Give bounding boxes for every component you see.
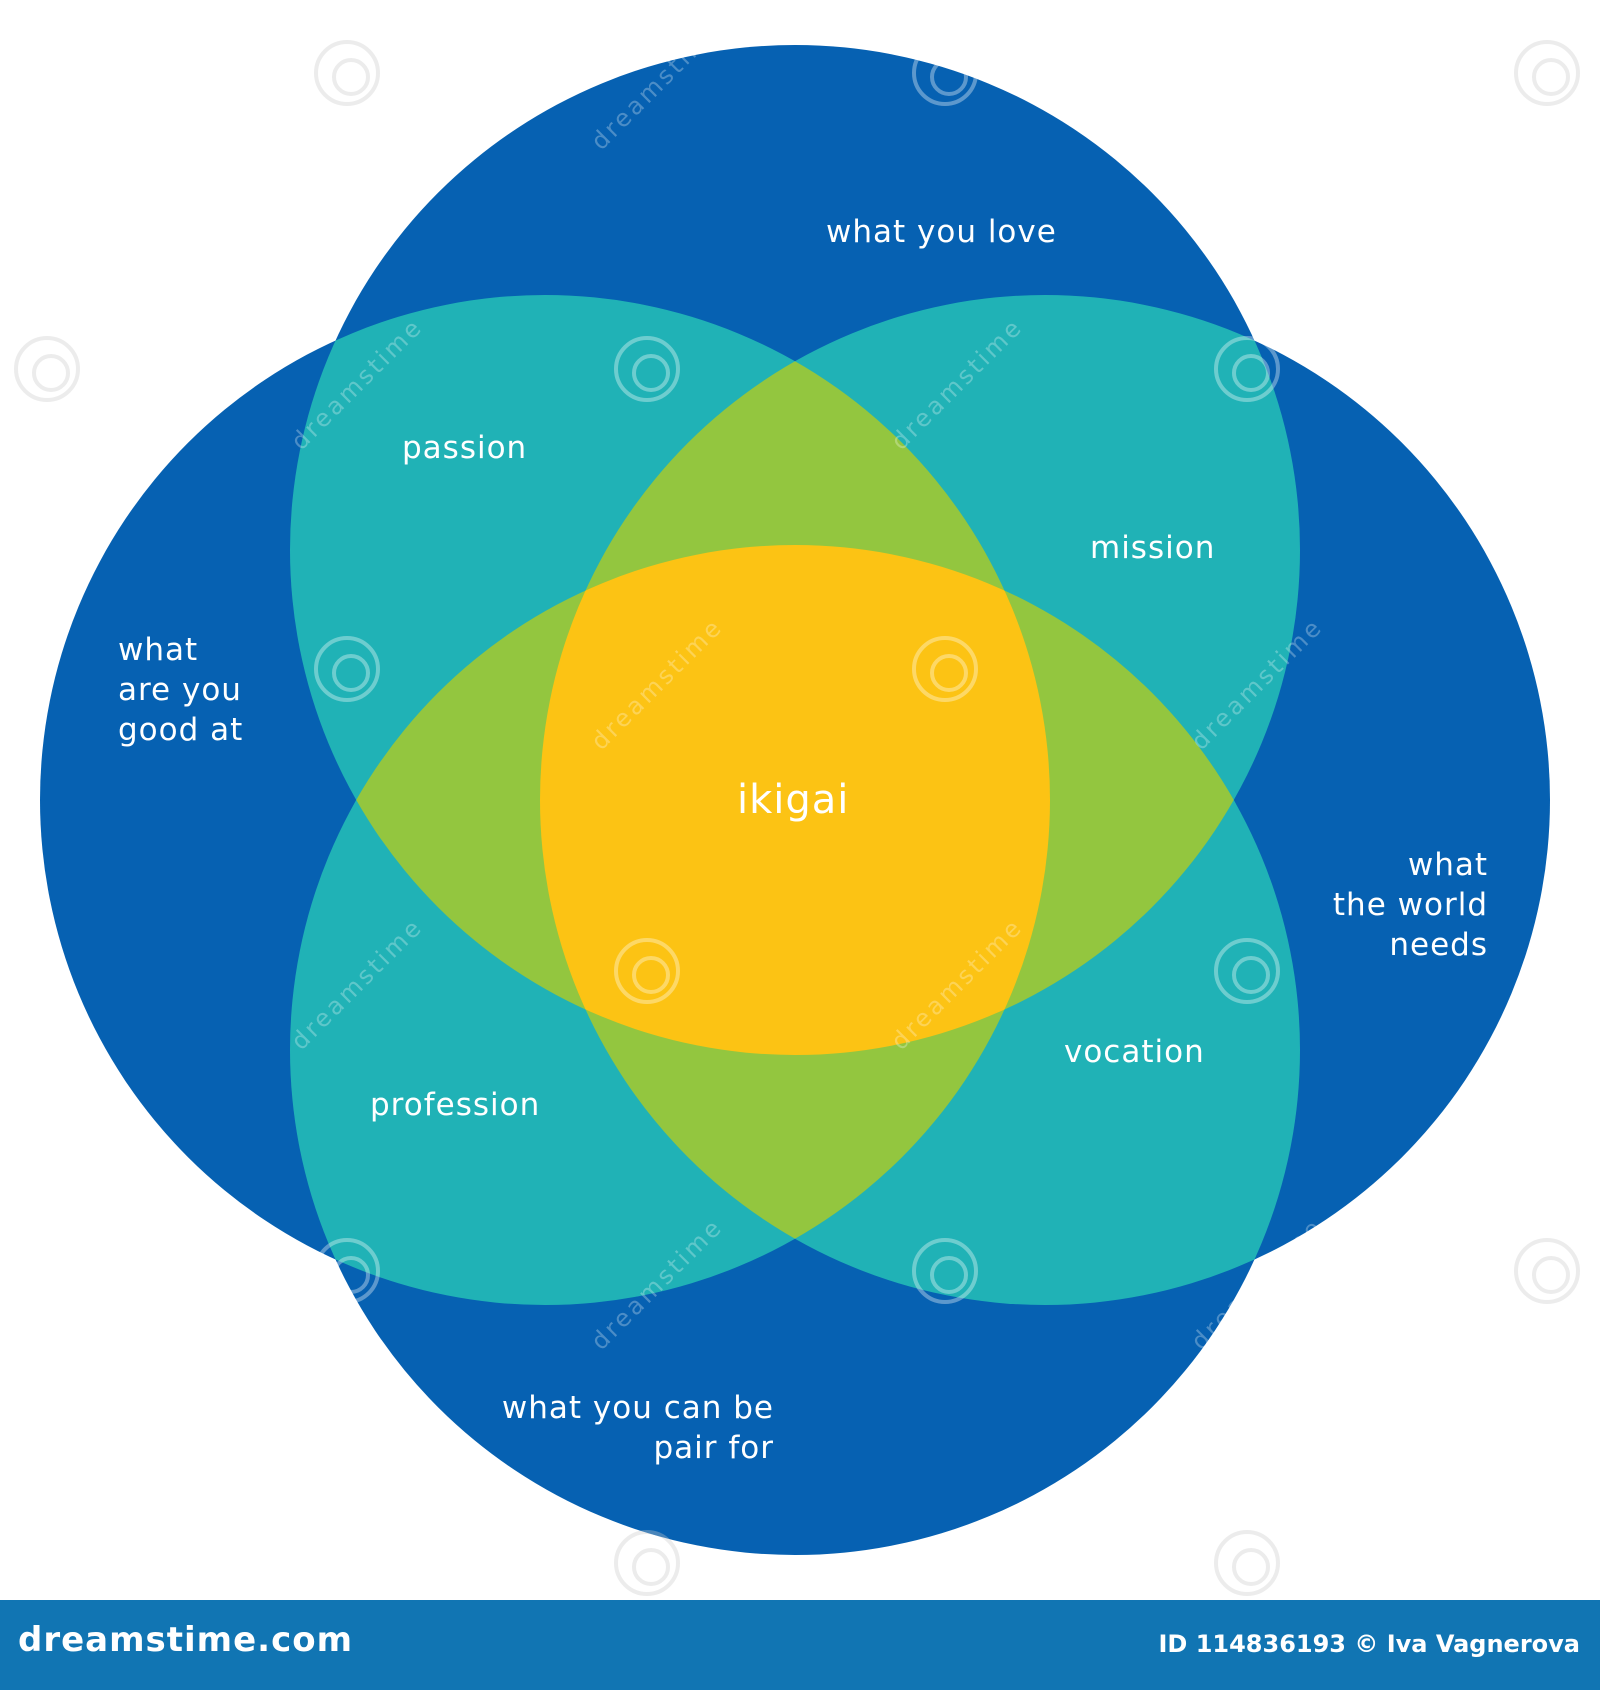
label-what-the-world-needs: what the world needs <box>1333 845 1488 965</box>
label-profession: profession <box>370 1087 541 1123</box>
watermark-swirl-icon <box>14 336 80 402</box>
watermark-swirl-icon <box>912 1238 978 1304</box>
label-what-you-can-be-paid-for: what you can be pair for <box>502 1388 774 1468</box>
label-line: good at <box>118 712 244 748</box>
watermark-swirl-icon <box>912 40 978 106</box>
watermark-swirl-icon <box>1514 40 1580 106</box>
label-line: what <box>1407 847 1488 883</box>
label-ikigai: ikigai <box>737 777 850 823</box>
label-what-you-love: what you love <box>826 214 1057 250</box>
footer-credit: ID 114836193 © Iva Vagnerova <box>1158 1630 1581 1658</box>
label-line: what <box>118 632 199 668</box>
label-vocation: vocation <box>1064 1034 1205 1070</box>
label-line: what you can be <box>501 1390 774 1426</box>
watermark-swirl-icon <box>314 40 380 106</box>
label-line: the world <box>1332 887 1488 923</box>
ikigai-center <box>540 545 1050 1055</box>
watermark-swirl-icon <box>614 938 680 1004</box>
footer-brand[interactable]: dreamstime.com <box>18 1620 354 1660</box>
watermark-swirl-icon <box>1214 1530 1280 1596</box>
label-mission: mission <box>1090 530 1216 566</box>
watermark-swirl-icon <box>314 636 380 702</box>
watermark-swirl-icon <box>1514 1238 1580 1304</box>
label-line: are you <box>118 672 242 708</box>
label-what-are-you-good-at: what are you good at <box>118 630 243 750</box>
watermark-swirl-icon <box>1214 938 1280 1004</box>
watermark-swirl-icon <box>614 1530 680 1596</box>
ikigai-diagram: dreamstime dreamstime dreamstime dreamst… <box>14 40 1580 1596</box>
venn-svg <box>40 45 1550 1555</box>
footer-bar: dreamstime.com ID 114836193 © Iva Vagner… <box>0 1600 1600 1690</box>
label-line: needs <box>1389 927 1488 963</box>
label-passion: passion <box>402 430 528 466</box>
watermark-swirl-icon <box>314 1238 380 1304</box>
label-line: pair for <box>653 1430 774 1466</box>
watermark-swirl-icon <box>614 336 680 402</box>
watermark-swirl-icon <box>912 636 978 702</box>
watermark-swirl-icon <box>1214 336 1280 402</box>
